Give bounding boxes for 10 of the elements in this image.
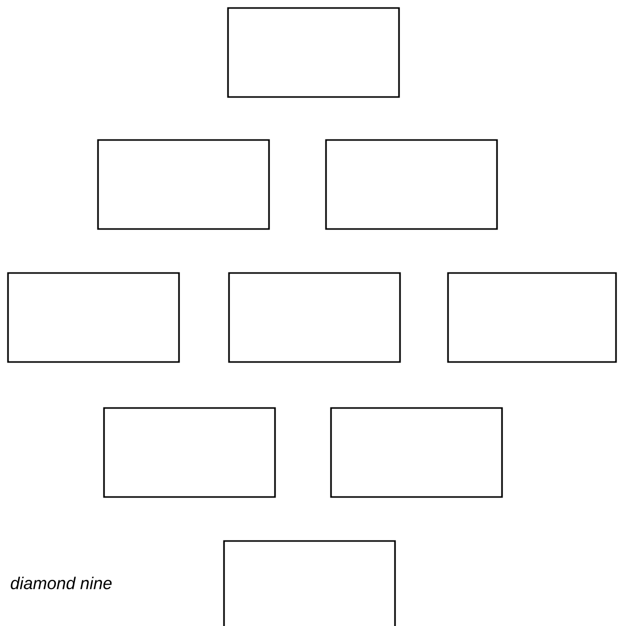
empty-box — [97, 139, 270, 230]
empty-box — [228, 272, 401, 363]
empty-box — [447, 272, 617, 363]
empty-box — [223, 540, 396, 626]
empty-box — [227, 7, 400, 98]
empty-box — [330, 407, 503, 498]
empty-box — [7, 272, 180, 363]
empty-box — [103, 407, 276, 498]
caption: diamond nine — [10, 576, 112, 590]
empty-box — [325, 139, 498, 230]
